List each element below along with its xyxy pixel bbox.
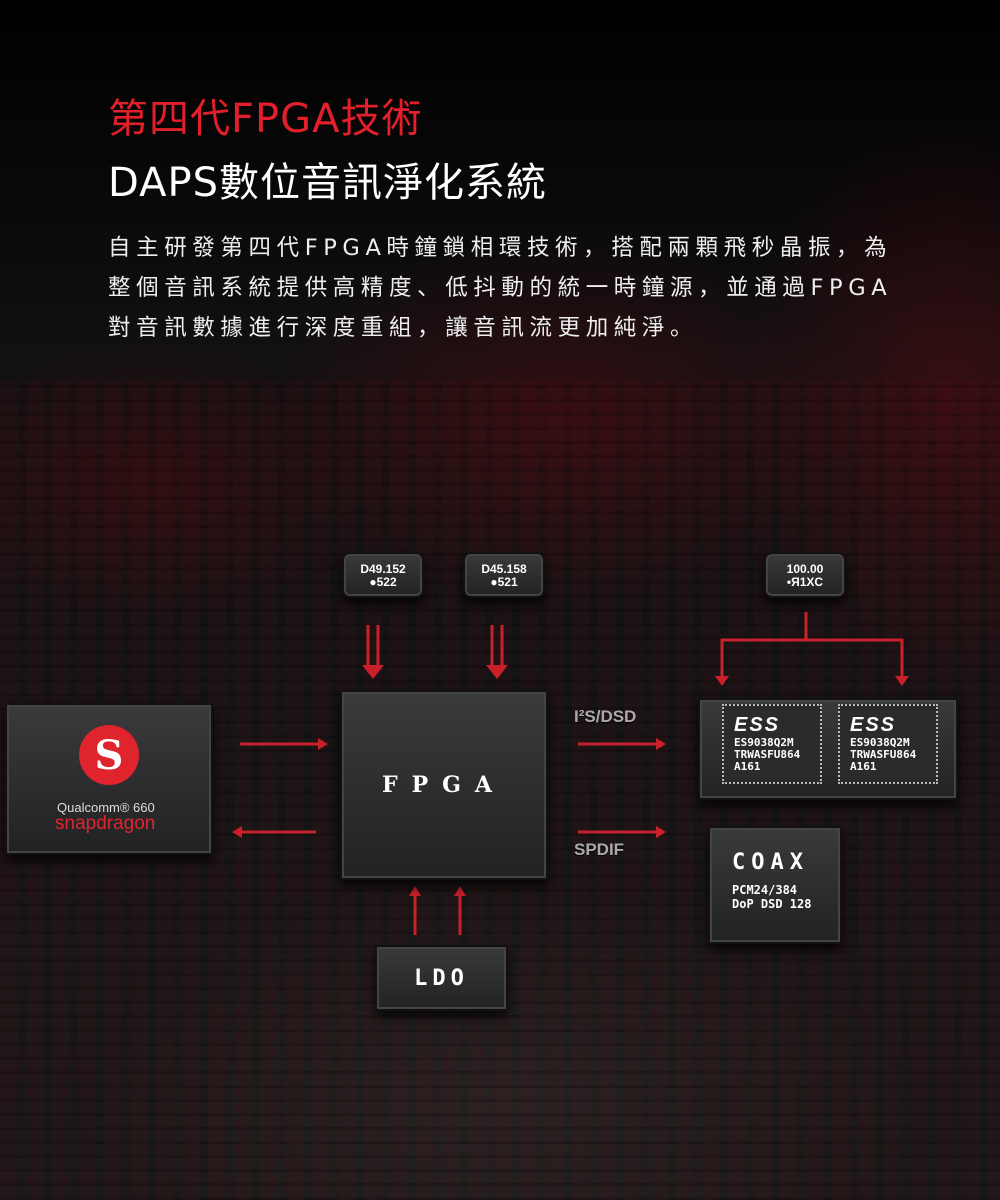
coax-format: PCM24/384	[732, 883, 798, 897]
soc-name: snapdragon	[55, 813, 156, 834]
soc-brand: Qualcomm® 660	[57, 800, 155, 815]
ldo-label: LDO	[414, 965, 469, 991]
snapdragon-chip: S Qualcomm® 660 snapdragon	[5, 703, 213, 855]
crystal-oscillator-2: D45.158●521	[463, 552, 545, 598]
crystal-code: •Я1XC	[786, 575, 824, 589]
ess-logo: ESS	[850, 714, 897, 736]
spdif-label: SPDIF	[574, 840, 625, 859]
dac-code: A161	[850, 760, 877, 773]
crystal-code: ●521	[490, 575, 518, 589]
crystal-label: D49.152	[360, 562, 406, 576]
crystal-label: 100.00	[786, 562, 824, 576]
fpga-label: FPGA	[381, 772, 507, 798]
i2s-dsd-label: I²S/DSD	[574, 707, 637, 726]
fpga-chip: FPGA	[340, 690, 548, 880]
dac-model: ES9038Q2M	[734, 736, 794, 749]
crystal-label: D45.158	[481, 562, 527, 576]
coax-chip: COAX PCM24/384 DoP DSD 128	[708, 826, 842, 944]
heading-line1: 第四代FPGA技術	[108, 96, 423, 142]
crystal-code: ●522	[369, 575, 397, 589]
crystal-oscillator-1: D49.152●522	[342, 552, 424, 598]
dac-model: ES9038Q2M	[850, 736, 910, 749]
dac-lot: TRWASFU864	[850, 748, 917, 761]
coax-dsd: DoP DSD 128	[732, 897, 812, 911]
heading-line2: DAPS數位音訊淨化系統	[108, 160, 547, 206]
snapdragon-logo-icon: S	[79, 725, 139, 785]
ess-logo: ESS	[734, 714, 781, 736]
crystal-oscillator-3: 100.00•Я1XC	[764, 552, 846, 598]
description: 自主研發第四代FPGA時鐘鎖相環技術，搭配兩顆飛秒晶振，為整個音訊系統提供高精度…	[108, 235, 893, 341]
coax-title: COAX	[732, 850, 809, 875]
dac-code: A161	[734, 760, 761, 773]
dac-lot: TRWASFU864	[734, 748, 801, 761]
ldo-chip: LDO	[375, 945, 508, 1011]
